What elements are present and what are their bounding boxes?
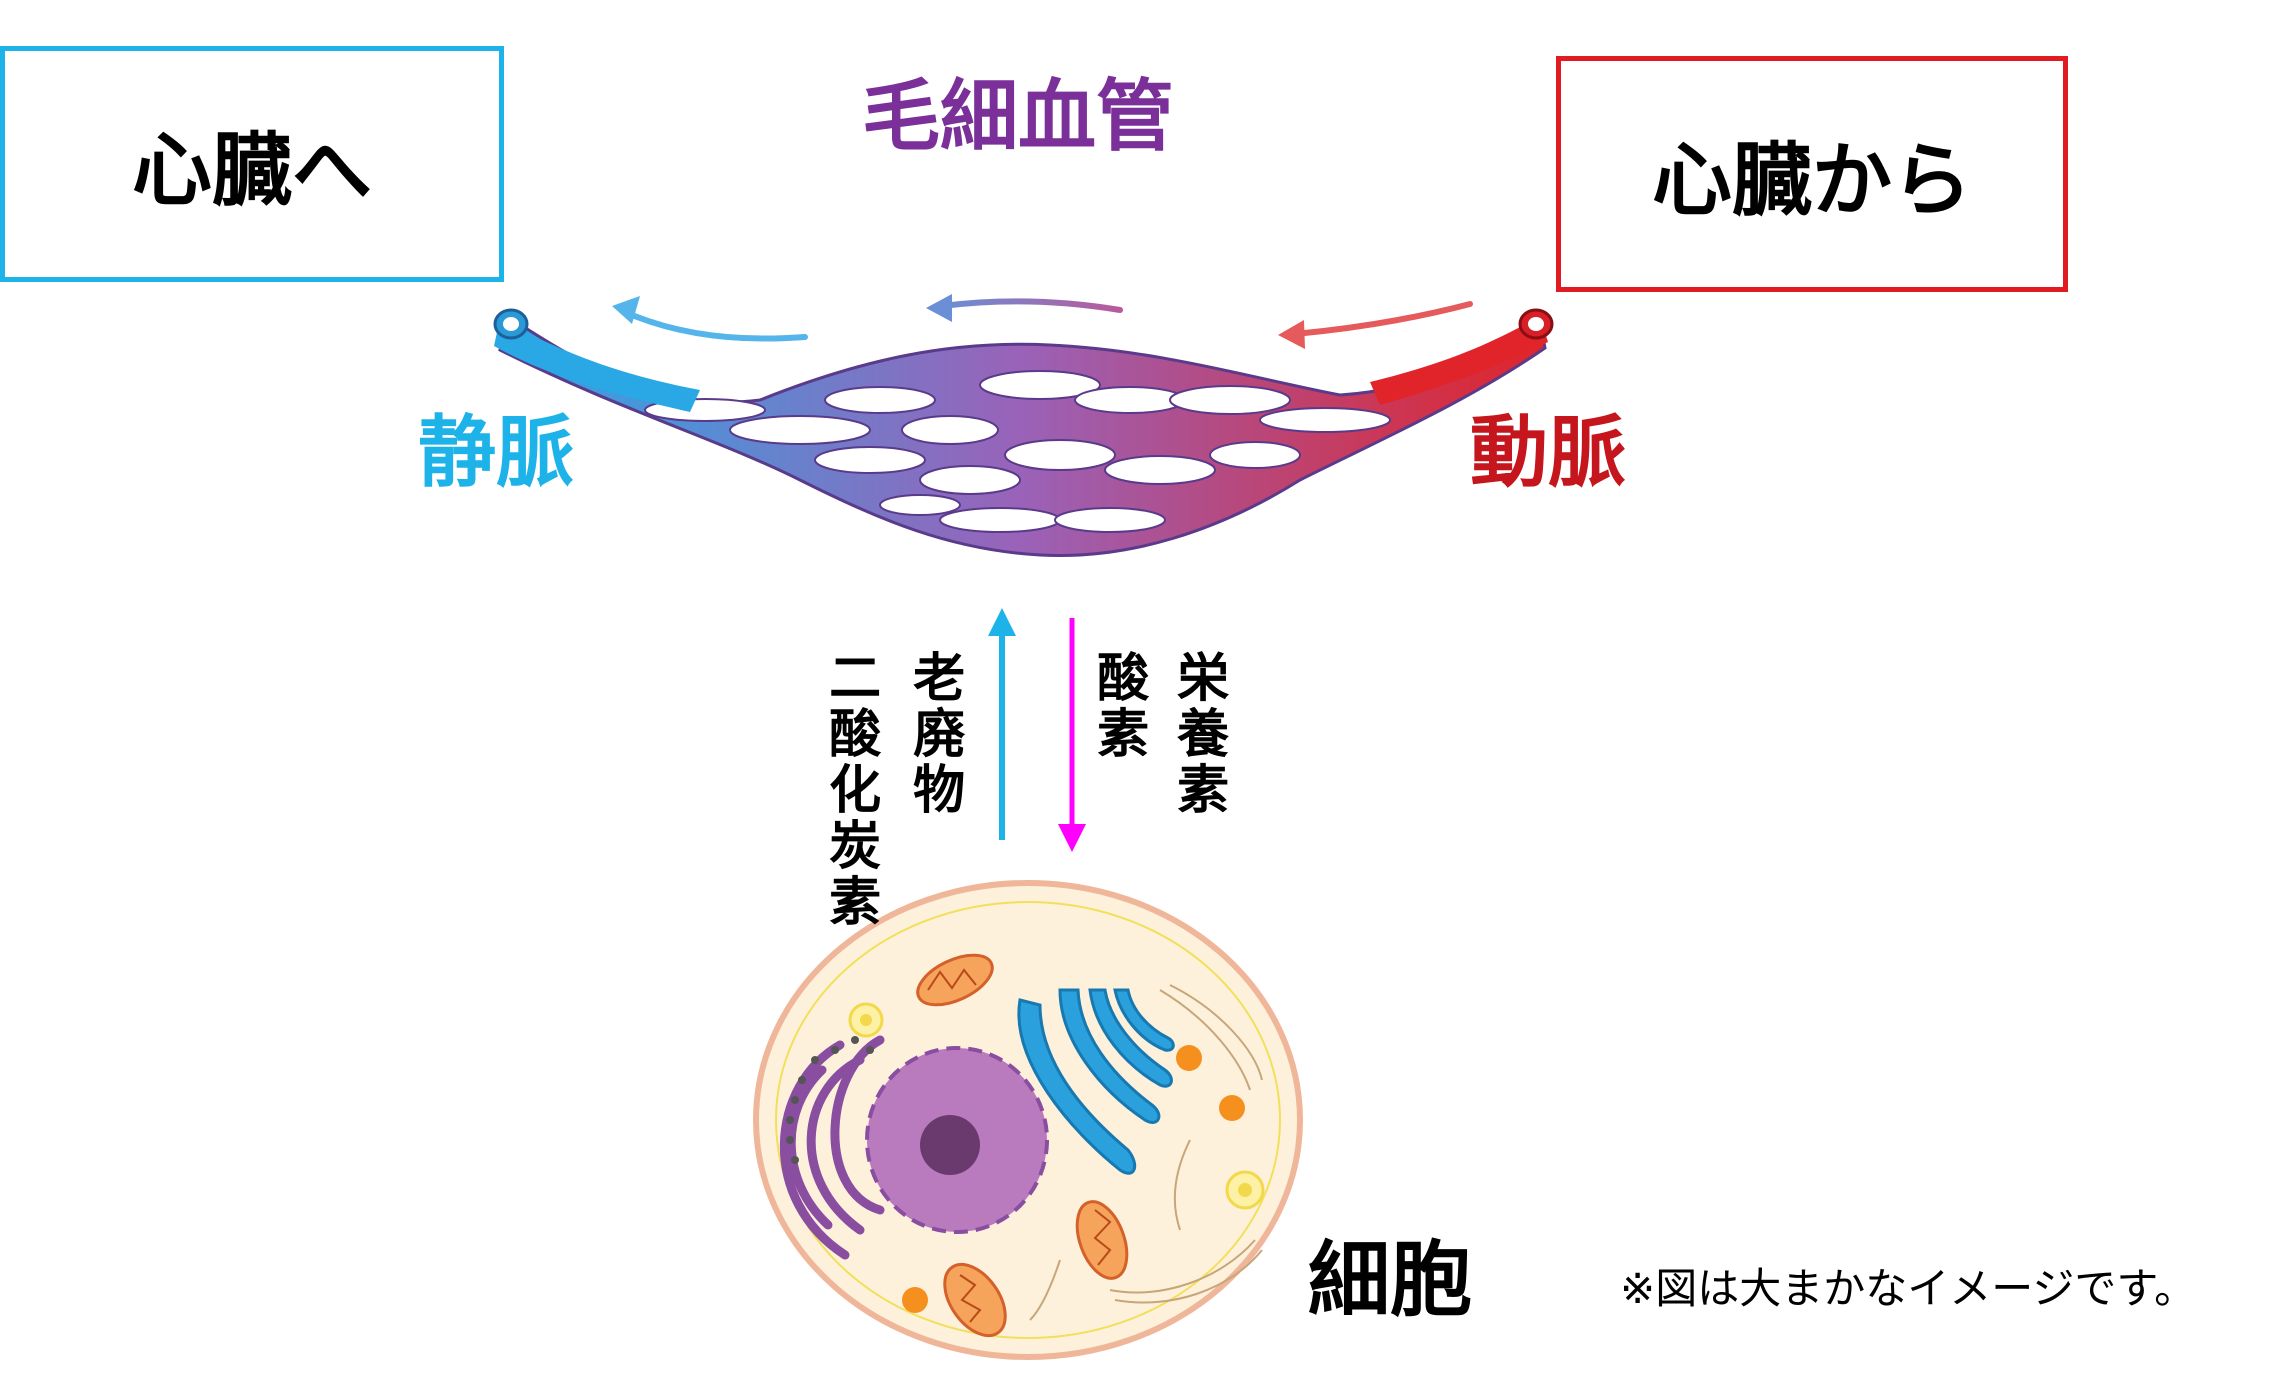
oxygen-label: 酸素 [1087,650,1148,762]
cell-illustration [753,880,1303,1360]
to-heart-box: 心臓へ [0,46,504,282]
artery-label: 動脈 [1470,408,1627,498]
from-heart-box: 心臓から [1556,56,2068,292]
nutrients-label: 栄養素 [1167,650,1228,818]
flow-arrows [612,294,1473,349]
note-label: ※図は大まかなイメージです。 [1620,1264,2197,1313]
down-arrow-head [1058,824,1086,852]
from-heart-label: 心臓から [1652,134,1972,227]
capillary-title: 毛細血管 [862,72,1175,162]
to-heart-label: 心臓へ [132,124,372,217]
co2-label: 二酸化炭素 [819,650,880,930]
vein-label: 静脈 [418,408,575,498]
up-arrow-head [988,608,1016,636]
waste-label: 老廃物 [903,650,964,818]
exchange-arrows [988,608,1086,852]
cell-label: 細胞 [1308,1233,1473,1328]
capillary-bed [493,308,1554,558]
